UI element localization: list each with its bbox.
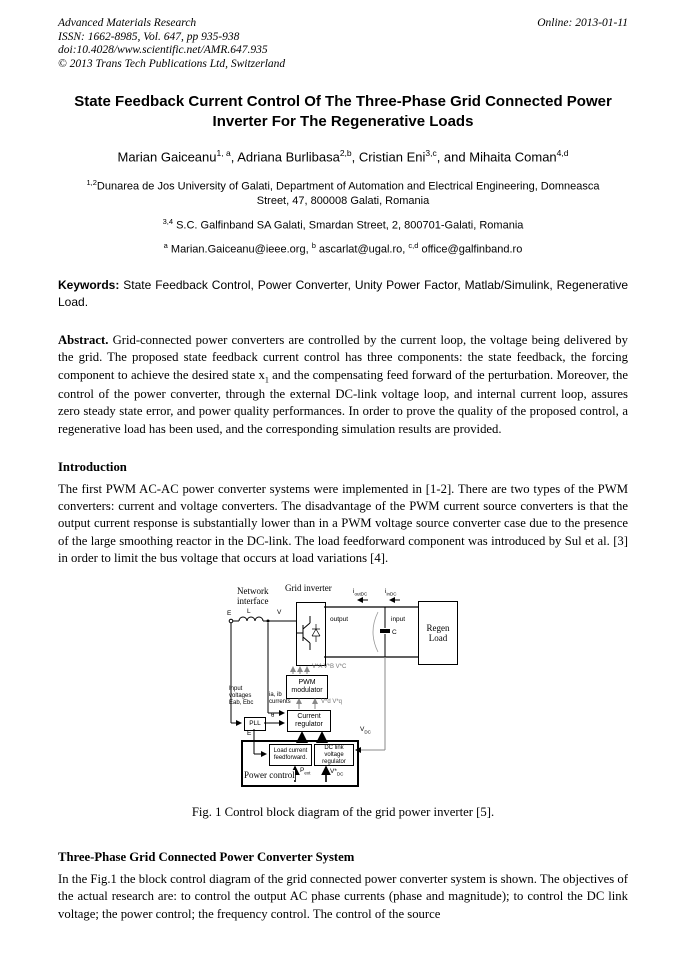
email-1-sup: a	[163, 240, 168, 250]
affiliation-1: 1,2Dunarea de Jos University of Galati, …	[73, 178, 613, 208]
dc-link-voltage-regulator-box: DC link voltage regulator	[314, 744, 354, 767]
author-4: Mihaita Coman	[469, 149, 557, 165]
intro-heading: Introduction	[58, 459, 127, 474]
author-3-sup: 3,c	[425, 148, 437, 159]
authors-line: Marian Gaiceanu1, a, Adriana Burlibasa2,…	[58, 148, 628, 164]
input-voltages-label: Input voltages Eab, Ebc	[229, 686, 254, 706]
author-2: Adriana Burlibasa	[237, 149, 340, 165]
power-control-label: Power control	[244, 770, 295, 781]
p-ext-label: Pext	[300, 767, 311, 776]
ia-ib-currents-label: ia, ib currents	[269, 692, 291, 705]
load-current-feedforward-box: Load current feedforward.	[269, 744, 312, 767]
keywords-block: Keywords: State Feedback Control, Power …	[58, 277, 628, 311]
author-separator: , and	[436, 149, 470, 165]
affiliation-1-sup: 1,2	[86, 177, 97, 187]
issn-line: ISSN: 1662-8985, Vol. 647, pp 935-938	[58, 30, 240, 43]
intro-paragraph: The first PWM AC-AC power converter syst…	[58, 481, 628, 565]
input-label: input	[391, 616, 406, 624]
current-regulator-box: Current regulator	[287, 710, 331, 733]
author-1-sup: 1, a	[216, 148, 231, 159]
affiliation-2-text: S.C. Galfinband SA Galati, Smardan Stree…	[173, 219, 524, 232]
e-mid-label: E	[247, 730, 252, 738]
paper-title: State Feedback Current Control Of The Th…	[74, 93, 612, 130]
i-outdc-label: ioutDC	[353, 588, 368, 597]
email-2-sup: b	[311, 240, 316, 250]
author-3: Cristian Eni	[358, 149, 426, 165]
doi-line: doi:10.4028/www.scientific.net/AMR.647.9…	[58, 44, 268, 57]
i-indc-label: iinDC	[385, 588, 397, 597]
affiliation-1-text: Dunarea de Jos University of Galati, Dep…	[96, 180, 600, 207]
capacitor-c-label: C	[392, 629, 397, 637]
paper-page: Advanced Materials Research Online: 2013…	[58, 17, 628, 921]
pwm-modulator-box: PWM modulator	[286, 675, 328, 700]
email-3: office@galfinband.ro	[418, 243, 523, 256]
output-label: output	[330, 616, 349, 624]
email-1: Marian.Gaiceanu@ieee.org,	[167, 243, 312, 256]
converter-voltage-v-label: V	[277, 609, 282, 617]
section2-paragraph: In the Fig.1 the block control diagram o…	[58, 872, 628, 921]
abstract-text-2: and the compensating feed forward of the…	[58, 367, 629, 436]
keywords-text: State Feedback Control, Power Converter,…	[58, 278, 628, 310]
journal-name: Advanced Materials Research	[58, 17, 197, 29]
inductor-l-label: L	[247, 608, 251, 616]
email-2: ascarlat@ugal.ro,	[315, 243, 409, 256]
author-emails: a Marian.Gaiceanu@ieee.org, b ascarlat@u…	[58, 241, 628, 256]
affiliation-2: 3,4 S.C. Galfinband SA Galati, Smardan S…	[73, 217, 613, 233]
abstract-label: Abstract.	[58, 333, 109, 348]
vstar-dc-label: V*DC	[330, 768, 344, 777]
grid-inverter-label: Grid inverter	[285, 583, 332, 594]
keywords-label: Keywords:	[58, 278, 120, 293]
figure-1-diagram: Regen Load PWM modulator Current regulat…	[227, 580, 459, 794]
abstract-subscript: 1	[264, 375, 269, 385]
author-4-sup: 4,d	[556, 148, 569, 159]
author-separator: ,	[230, 149, 238, 165]
network-interface-label: Network interface	[237, 586, 269, 607]
author-1: Marian Gaiceanu	[117, 149, 217, 165]
author-2-sup: 2,b	[339, 148, 352, 159]
author-separator: ,	[351, 149, 359, 165]
vstar-abc-label: V*A V*B V*C	[312, 664, 347, 671]
abstract-block: Abstract. Grid-connected power converter…	[58, 332, 628, 438]
grid-voltage-e-label: E	[227, 610, 232, 618]
journal-header: Advanced Materials Research Online: 2013…	[58, 17, 628, 71]
theta-label: θ	[271, 713, 275, 720]
vstar-dq-label: V*d V*q	[321, 699, 343, 706]
email-3-sup: c,d	[408, 240, 419, 250]
abstract-text-1: Grid-connected power converters are cont…	[58, 333, 628, 382]
grid-inverter-box	[296, 602, 326, 667]
online-date: Online: 2013-01-11	[537, 17, 628, 29]
figure-1-caption: Fig. 1 Control block diagram of the grid…	[191, 805, 495, 820]
affiliation-2-sup: 3,4	[162, 216, 174, 226]
regen-load-box: Regen Load	[418, 601, 458, 666]
section2-heading: Three-Phase Grid Connected Power Convert…	[58, 850, 355, 865]
pll-box: PLL	[244, 717, 266, 732]
copyright-line: © 2013 Trans Tech Publications Ltd, Swit…	[58, 57, 286, 70]
vdc-label: VDC	[360, 726, 371, 735]
